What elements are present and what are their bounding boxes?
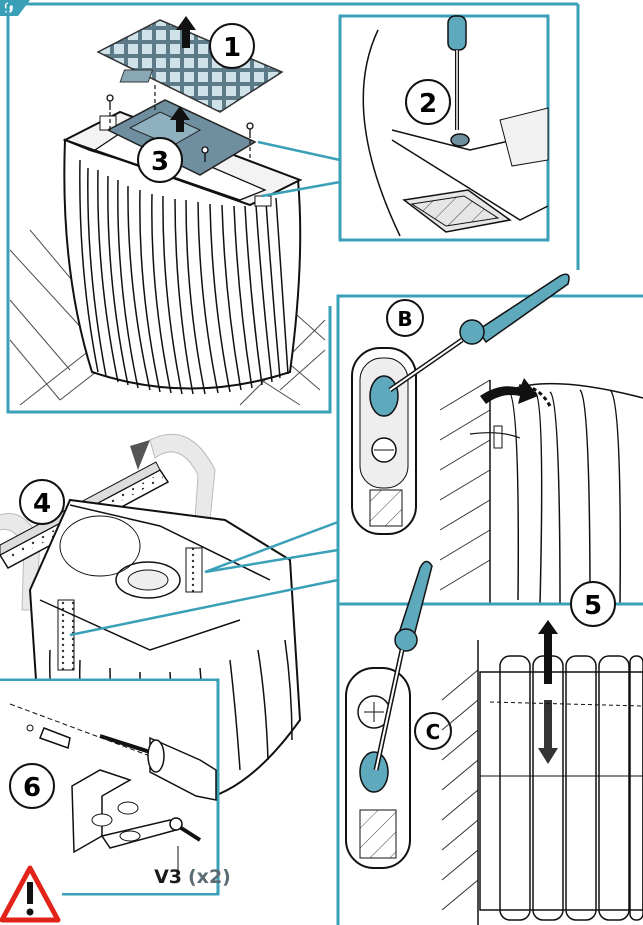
heater-side <box>493 382 643 605</box>
screw-code: V3 <box>154 866 182 888</box>
detail-b-label: B <box>397 307 412 331</box>
rotate-arrow-icon <box>480 378 552 407</box>
step-1-badge: 1 <box>209 23 255 69</box>
detail-panel-c: C <box>336 560 643 925</box>
step-4-label: 4 <box>33 489 51 519</box>
step-5-label: 5 <box>584 591 602 621</box>
screwdriver-icon <box>447 15 467 130</box>
screw-qty: (x2) <box>188 866 231 888</box>
step-2-label: 2 <box>419 89 437 119</box>
step-2-badge: 2 <box>405 79 451 125</box>
adjust-up-down-icon <box>538 620 558 764</box>
detail-c-badge: C <box>414 712 452 750</box>
wall-plug <box>26 724 71 749</box>
panel-filter-removal: 1 3 <box>6 2 341 414</box>
wall-bracket <box>351 347 417 535</box>
callout-lines-top <box>257 140 341 198</box>
step-3-label: 3 <box>151 147 169 177</box>
step-1-label: 1 <box>223 33 241 63</box>
detail-panel-b: B <box>336 273 643 606</box>
arrow-up-icon <box>170 16 196 132</box>
step-4-badge: 4 <box>19 479 65 525</box>
grille-plate <box>96 19 284 113</box>
wall-bracket-c <box>345 667 411 869</box>
screwdriver-b-icon <box>388 273 570 393</box>
heater-front <box>479 655 643 921</box>
screwdriver-c-icon <box>373 560 433 771</box>
screw-v3-icon <box>169 817 202 842</box>
callout-lines-middle <box>69 520 339 637</box>
warning-triangle-icon <box>0 865 61 923</box>
step-5-badge: 5 <box>570 581 616 627</box>
detail-c-label: C <box>426 720 441 744</box>
panel-drill-fixing: V3 (x2) 6 <box>0 678 231 923</box>
screws <box>106 94 254 162</box>
detail-panel-screw: 2 <box>338 14 550 242</box>
wall-hatch-c <box>441 669 479 911</box>
step-6-badge: 6 <box>9 763 55 809</box>
wall-hatch <box>439 379 491 591</box>
drill-icon <box>99 734 217 801</box>
detail-b-badge: B <box>386 299 424 337</box>
step-3-badge: 3 <box>137 137 183 183</box>
step-6-label: 6 <box>23 773 41 803</box>
